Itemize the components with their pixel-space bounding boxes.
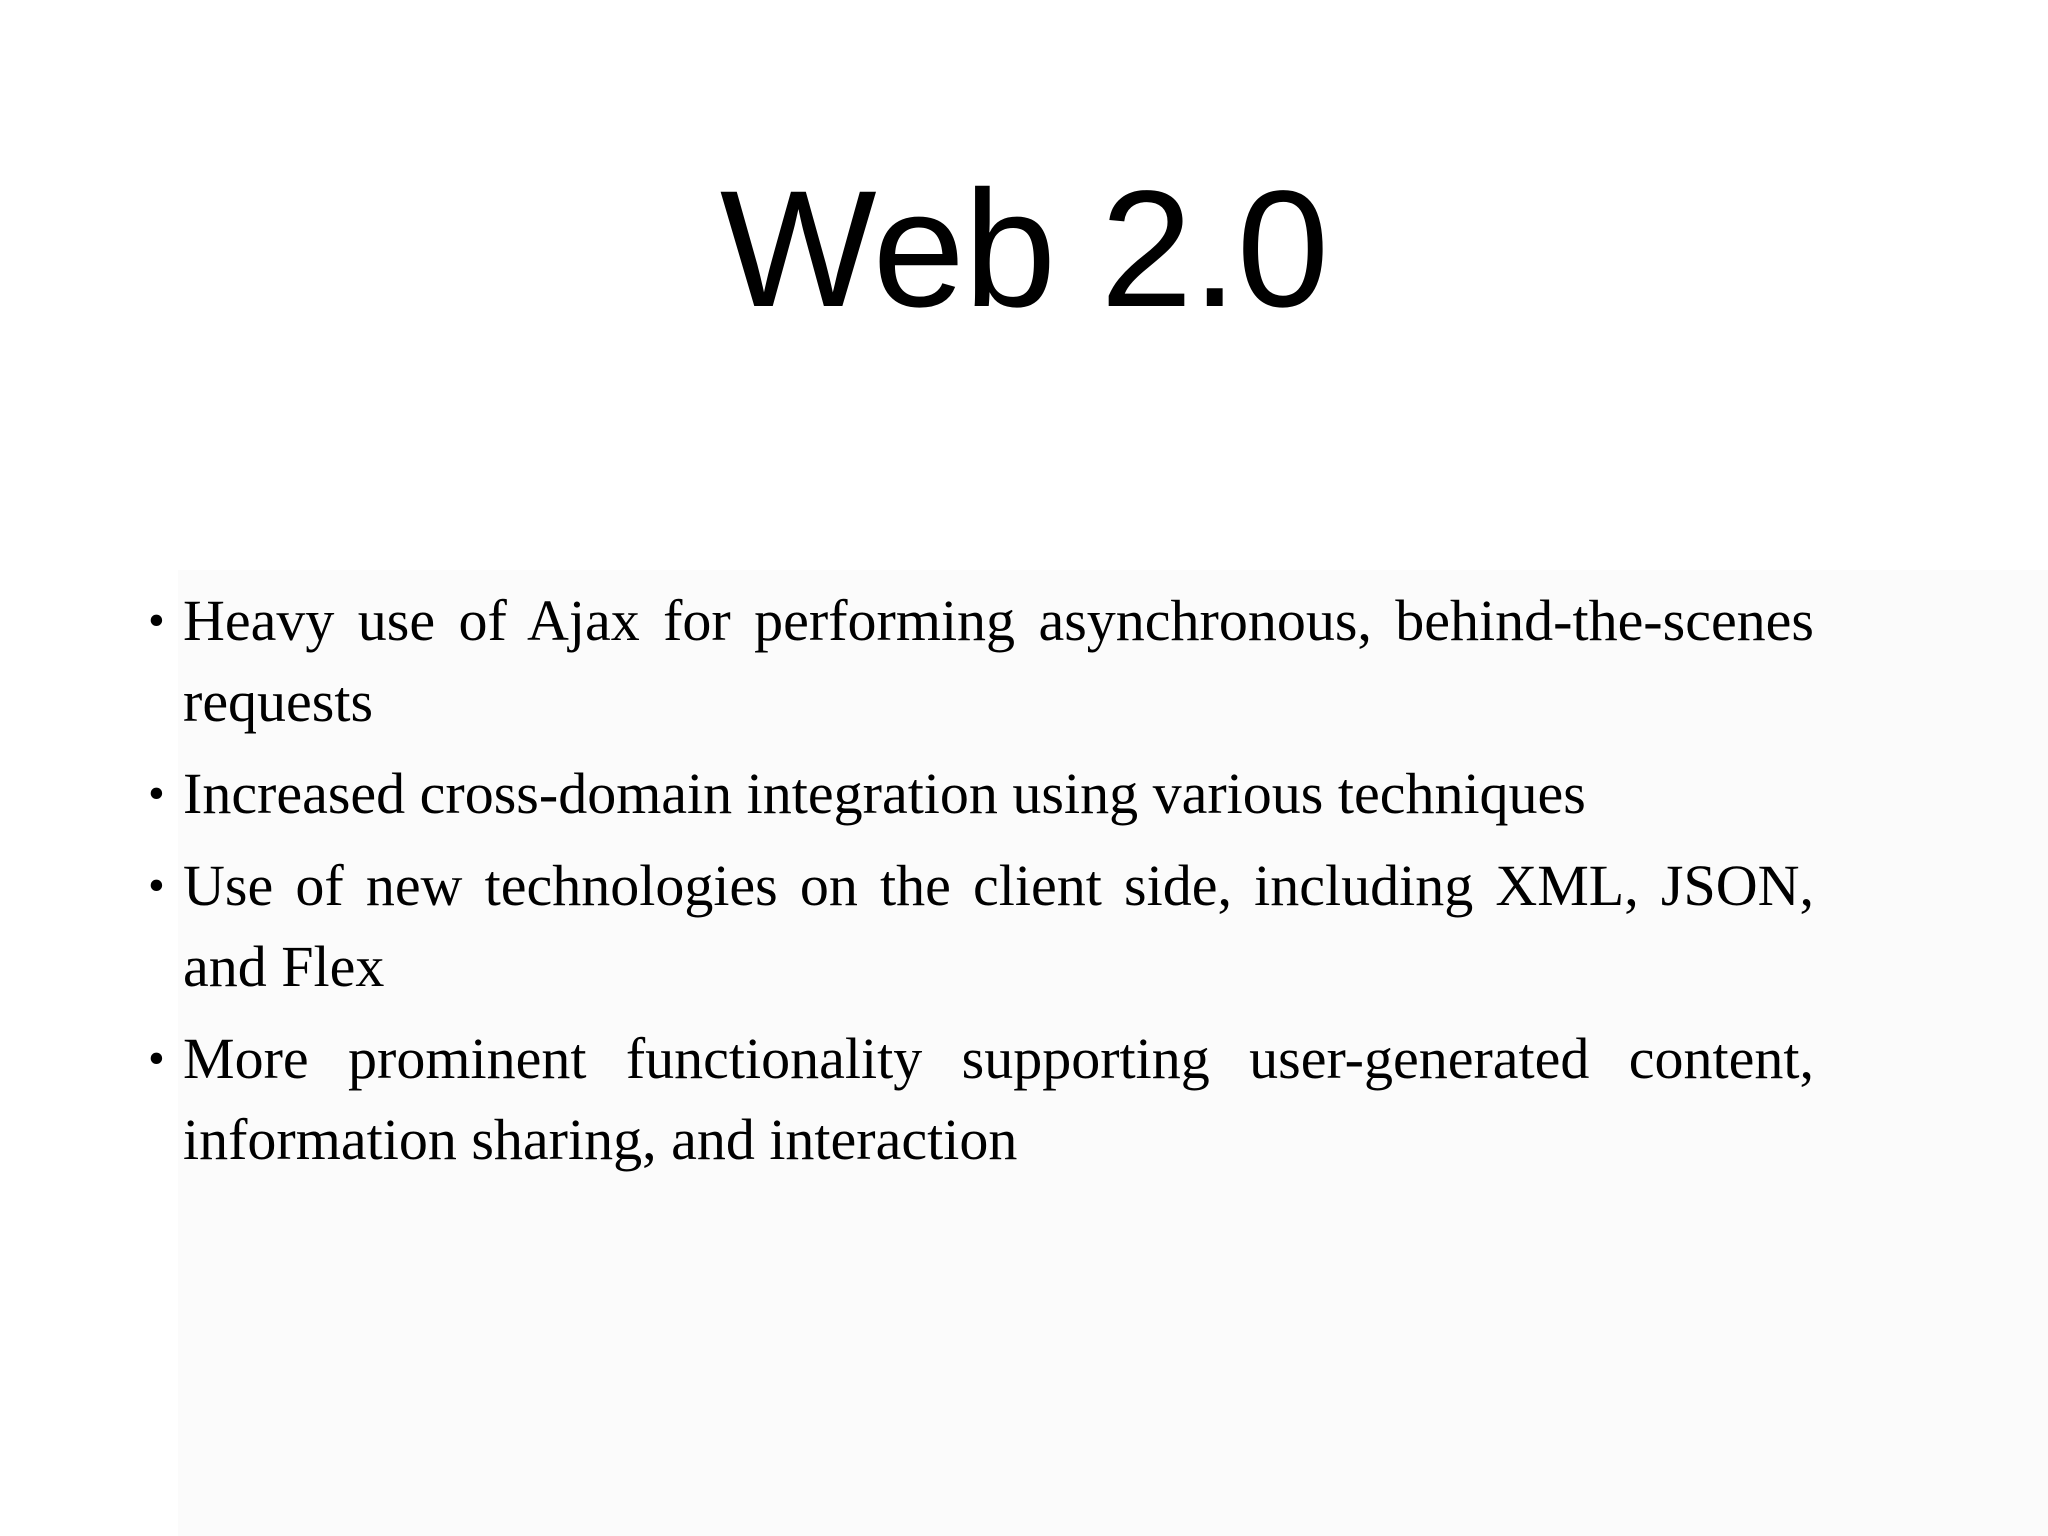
bullet-text: More prominent functionality supporting … — [183, 1026, 1814, 1172]
bullet-text: Increased cross-domain integration using… — [183, 761, 1586, 826]
bullet-item-user-generated-content: • More prominent functionality supportin… — [148, 1018, 1814, 1180]
bullet-panel-background — [178, 570, 2048, 1536]
bullet-text: Heavy use of Ajax for performing asynchr… — [183, 588, 1814, 734]
bullet-dot-icon: • — [148, 1032, 165, 1085]
bullet-dot-icon: • — [148, 767, 165, 820]
bullet-dot-icon: • — [148, 859, 165, 912]
bullet-text: Use of new technologies on the client si… — [183, 853, 1814, 999]
bullet-item-client-technologies: • Use of new technologies on the client … — [148, 845, 1814, 1007]
bullet-item-ajax: • Heavy use of Ajax for performing async… — [148, 580, 1814, 742]
bullet-list: • Heavy use of Ajax for performing async… — [148, 580, 1814, 1191]
bullet-dot-icon: • — [148, 594, 165, 647]
bullet-item-cross-domain: • Increased cross-domain integration usi… — [148, 753, 1814, 834]
slide-title: Web 2.0 — [719, 157, 1329, 342]
